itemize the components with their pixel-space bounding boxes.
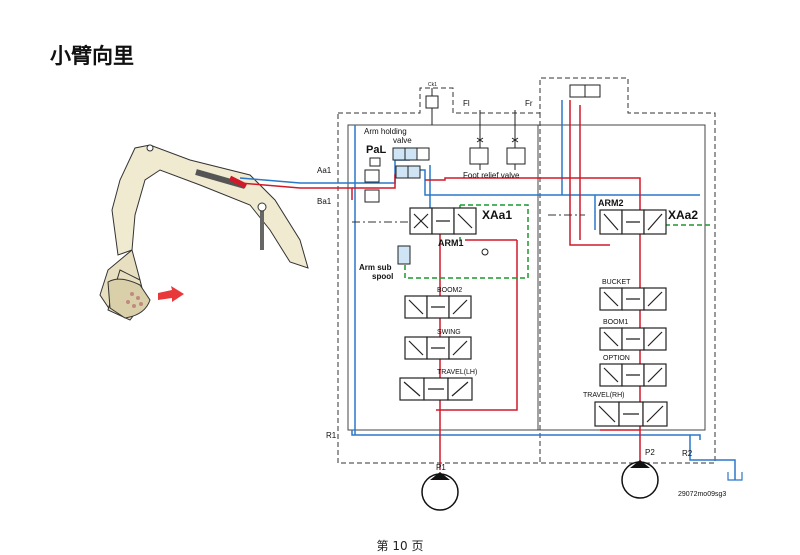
figure-code: 29072mo09sg3 [678, 491, 726, 498]
valve-body-outline [347, 124, 706, 431]
label-boom1: BOOM1 [603, 319, 628, 326]
label-ba1: Ba1 [317, 197, 332, 206]
label-p1: P1 [436, 463, 446, 472]
center-lines [352, 214, 585, 223]
page-title: 小臂向里 [50, 44, 134, 68]
label-p2: P2 [645, 448, 655, 457]
hose-aa1-return [239, 177, 352, 184]
arm-sub-check [481, 248, 489, 256]
label-pal: PaL [366, 144, 386, 156]
label-arm-holding-valve-2: valve [393, 136, 412, 145]
label-option: OPTION [603, 355, 630, 362]
label-xaa2: XAa2 [668, 208, 698, 222]
spool-valve-arm1 [409, 207, 477, 235]
pump-p2 [621, 460, 659, 499]
tank-symbol [727, 472, 743, 481]
label-boom2: BOOM2 [437, 287, 462, 294]
label-aa1: Aa1 [317, 166, 332, 175]
arm-sub-spool [397, 245, 411, 265]
label-r1: R1 [326, 431, 337, 440]
page-number: 第 10 页 [376, 539, 424, 553]
spool-valve-boom1 [599, 327, 667, 351]
label-swing: SWING [437, 329, 461, 336]
spool-valve-swing [404, 336, 472, 360]
label-r2: R2 [682, 449, 693, 458]
hose-ba1-pressure [239, 182, 353, 200]
spool-valve-boom2 [404, 295, 472, 319]
label-arm-sub-spool-2: spool [372, 272, 393, 281]
label-arm-sub-spool-1: Arm sub [359, 263, 392, 272]
foot-relief-valves [469, 110, 526, 170]
label-arm1: ARM1 [438, 238, 464, 248]
pump-p1 [421, 472, 459, 511]
label-fr: Fr [525, 99, 533, 108]
label-bucket: BUCKET [602, 279, 631, 286]
label-fl: Fl [463, 99, 470, 108]
top-solenoid-valve [569, 84, 601, 98]
spool-valve-arm2 [599, 209, 667, 235]
label-arm2: ARM2 [598, 198, 624, 208]
spool-valve-option [599, 363, 667, 387]
arm-holding-valve [392, 147, 430, 179]
label-ck1: Ck1 [428, 82, 437, 88]
spool-valve-travel-rh [594, 401, 668, 427]
spool-valve-travel-lh [399, 377, 473, 401]
arm-in-direction-arrow [158, 286, 184, 302]
excavator-arm-illustration [99, 144, 309, 321]
label-arm-holding-valve-1: Arm holding [364, 127, 407, 136]
spool-valve-bucket [599, 287, 667, 311]
bucket-material [126, 292, 143, 308]
valve-housing-outline [337, 77, 716, 464]
port-relief-valves [364, 157, 381, 203]
label-xaa1: XAa1 [482, 208, 512, 222]
label-foot-relief-valve: Foot relief valve [463, 171, 520, 180]
label-travel-lh: TRAVEL(LH) [437, 369, 477, 376]
ck1-check-valve [425, 88, 439, 125]
label-travel-rh: TRAVEL(RH) [583, 392, 624, 399]
